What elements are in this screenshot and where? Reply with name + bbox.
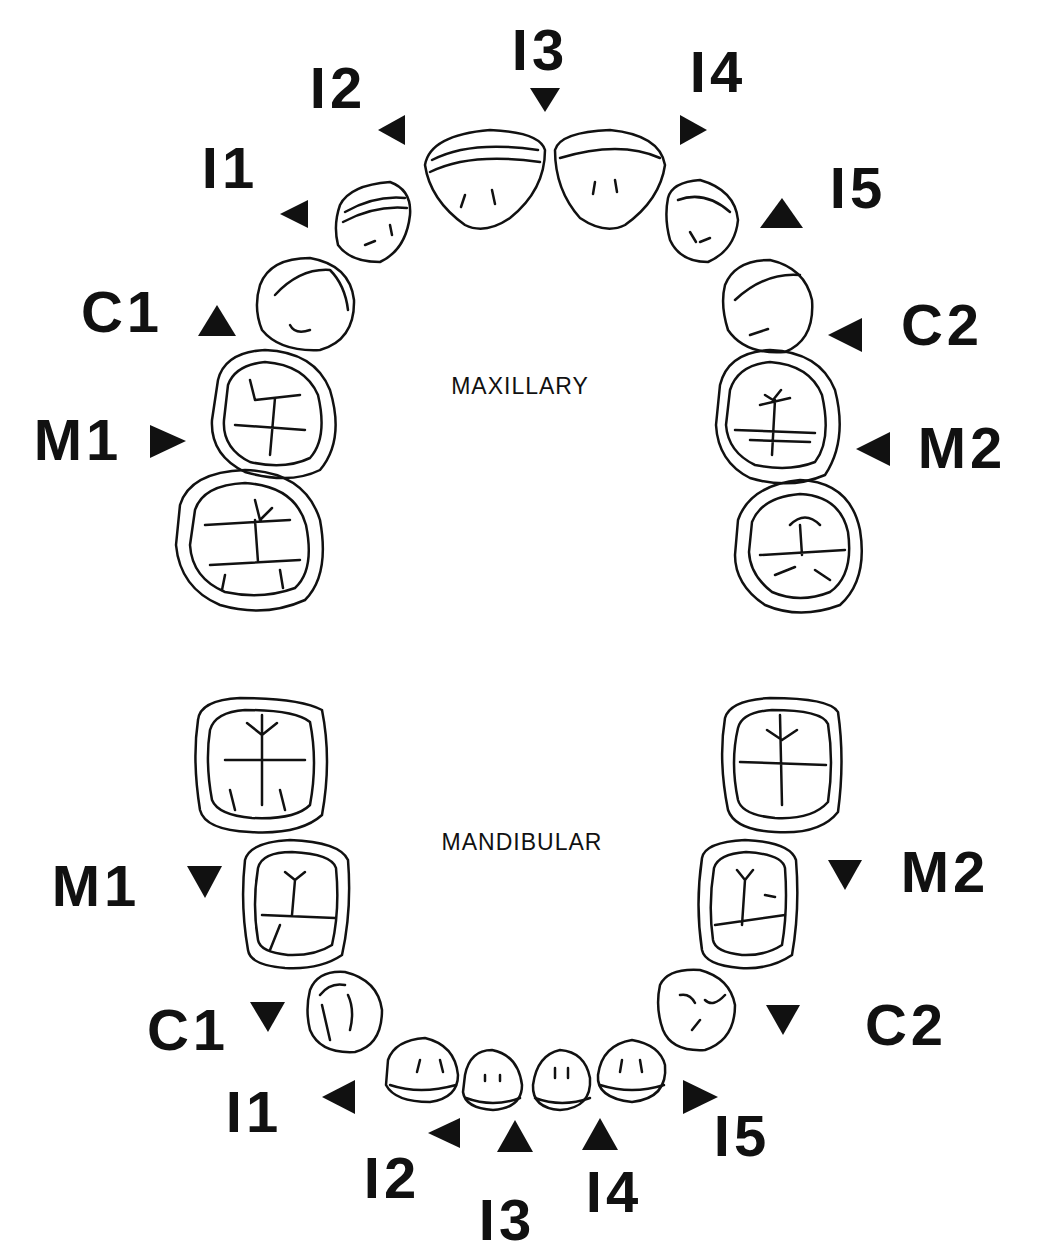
tooth-label: M1 bbox=[34, 411, 123, 469]
tooth-label: C1 bbox=[147, 1001, 229, 1059]
tooth-label: I1 bbox=[202, 139, 258, 197]
tooth-label: I5 bbox=[830, 159, 886, 217]
tooth-label: C1 bbox=[81, 283, 163, 341]
tooth-label: M2 bbox=[918, 419, 1007, 477]
tooth-label: I1 bbox=[226, 1083, 282, 1141]
arch-label: MANDIBULAR bbox=[442, 831, 603, 854]
tooth-label: I3 bbox=[479, 1191, 535, 1249]
tooth-label: C2 bbox=[865, 996, 947, 1054]
tooth-label: I5 bbox=[714, 1107, 770, 1165]
tooth-label: I3 bbox=[512, 21, 568, 79]
arch-label: MAXILLARY bbox=[451, 375, 589, 398]
tooth-label: I4 bbox=[586, 1163, 642, 1221]
tooth-label: M1 bbox=[52, 857, 141, 915]
tooth-label: I2 bbox=[310, 59, 366, 117]
tooth-label: M2 bbox=[901, 843, 990, 901]
tooth-label: I2 bbox=[364, 1149, 420, 1207]
tooth-label: C2 bbox=[901, 296, 983, 354]
tooth-label: I4 bbox=[690, 43, 746, 101]
